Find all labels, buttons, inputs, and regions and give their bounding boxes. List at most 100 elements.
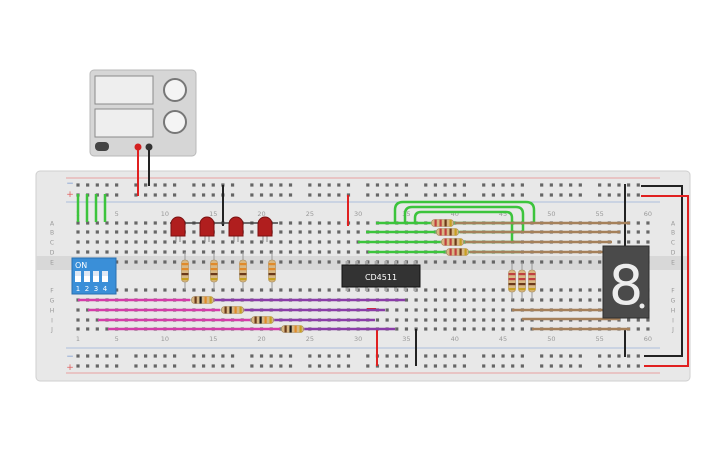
resistor [440, 238, 465, 246]
dip-on-label: ON [75, 261, 87, 270]
resistor [268, 252, 276, 290]
rail-sign: − [66, 352, 74, 362]
led [199, 216, 215, 242]
positive-terminal[interactable] [134, 143, 142, 151]
row-letter: H [671, 308, 676, 315]
row-letter: D [50, 250, 55, 257]
resistor [250, 316, 275, 324]
column-number: 55 [595, 210, 603, 218]
segment-digit: 8 [609, 254, 643, 317]
column-number: 30 [354, 335, 362, 343]
resistor [508, 262, 516, 300]
resistor [181, 252, 189, 290]
column-number: 25 [306, 335, 314, 343]
column-number: 40 [451, 210, 459, 218]
row-letter: A [50, 221, 55, 228]
column-number: 10 [161, 335, 169, 343]
row-letter: B [50, 230, 54, 237]
column-number: 25 [306, 210, 314, 218]
power-rail-lines [66, 177, 660, 374]
resistor [220, 306, 245, 314]
row-letter: J [50, 327, 53, 334]
column-number: 45 [499, 335, 507, 343]
decoder-chip[interactable]: CD4511 [341, 261, 421, 291]
power-switch[interactable] [95, 142, 109, 151]
resistor [210, 252, 218, 290]
rail-signs: −+−+ [66, 179, 74, 373]
row-letter: E [671, 260, 675, 267]
led [257, 216, 273, 242]
column-number: 20 [257, 335, 265, 343]
voltage-display [94, 75, 154, 105]
resistor [430, 219, 455, 227]
rail-sign: + [66, 190, 74, 200]
row-letter: C [50, 240, 54, 247]
column-number: 60 [644, 335, 652, 343]
resistor [528, 262, 536, 300]
chip-label: CD4511 [365, 273, 397, 282]
row-letter: H [50, 308, 55, 315]
row-letter: B [671, 230, 675, 237]
dip-position-label: 4 [103, 285, 108, 293]
led [170, 216, 186, 242]
black-jumpers [222, 184, 683, 366]
row-letter: D [671, 250, 676, 257]
resistor [280, 325, 305, 333]
rail-sign: + [66, 363, 74, 373]
column-number: 50 [547, 335, 555, 343]
row-letter: I [51, 318, 53, 325]
column-number: 35 [402, 335, 410, 343]
current-display [94, 108, 154, 138]
input-wires [78, 298, 405, 331]
row-letter: J [671, 327, 674, 334]
column-number: 60 [644, 210, 652, 218]
dip-position-label: 2 [85, 285, 89, 293]
voltage-knob[interactable] [163, 78, 187, 102]
column-number: 50 [547, 210, 555, 218]
dip-toggle[interactable] [84, 271, 90, 282]
column-number: 1 [76, 335, 80, 343]
dip-position-label: 1 [76, 285, 80, 293]
green-rail-wires [76, 194, 107, 222]
column-number: 15 [209, 335, 217, 343]
column-number: 45 [499, 210, 507, 218]
current-knob[interactable] [163, 110, 187, 134]
power-supply[interactable] [89, 69, 197, 157]
seven-segment-display: 8 [602, 245, 650, 319]
resistor [239, 252, 247, 290]
rail-sign: − [66, 179, 74, 189]
row-letter: I [672, 318, 674, 325]
negative-terminal[interactable] [145, 143, 153, 151]
column-labels: 1155101015152020252530303535404045455050… [76, 210, 652, 343]
led [228, 216, 244, 242]
dip-toggle[interactable] [102, 271, 108, 282]
resistor [190, 296, 215, 304]
resistor [445, 248, 470, 256]
dip-toggle[interactable] [93, 271, 99, 282]
dip-position-label: 3 [94, 285, 98, 293]
row-letter: C [671, 240, 675, 247]
column-number: 40 [451, 335, 459, 343]
column-number: 20 [257, 210, 265, 218]
row-letter: G [671, 298, 676, 305]
column-number: 30 [354, 210, 362, 218]
column-number: 55 [595, 335, 603, 343]
row-letter: F [50, 288, 54, 295]
resistor [518, 262, 526, 300]
column-number: 10 [161, 210, 169, 218]
column-number: 5 [115, 210, 119, 218]
row-letter: G [50, 298, 55, 305]
resistor [435, 228, 460, 236]
row-letter: F [671, 288, 675, 295]
brown-wires [455, 221, 630, 331]
column-number: 15 [209, 210, 217, 218]
row-letter: E [50, 260, 54, 267]
dip-toggle[interactable] [75, 271, 81, 282]
column-number: 5 [115, 335, 119, 343]
row-letter: A [671, 221, 676, 228]
column-number: 35 [402, 210, 410, 218]
